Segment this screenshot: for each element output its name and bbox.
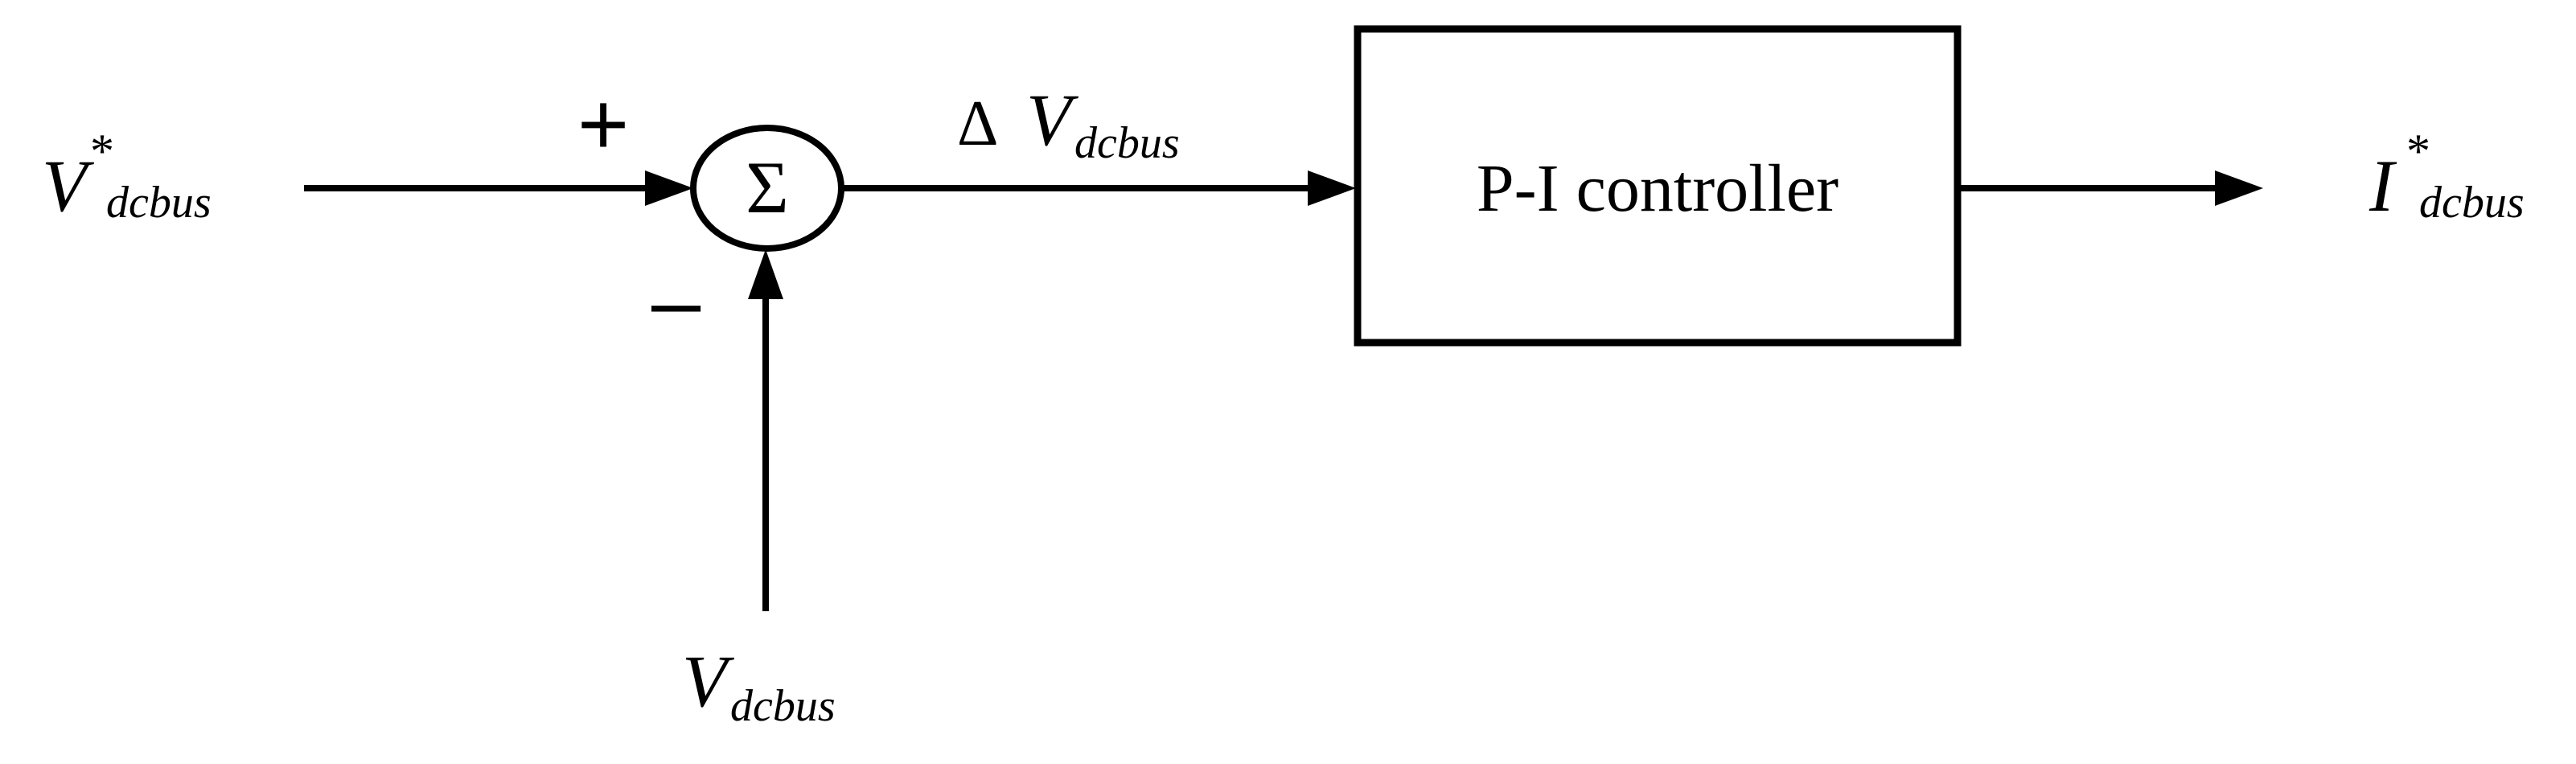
feedback-input-label: V dcbus (682, 640, 836, 731)
summing-junction: Σ (690, 125, 844, 252)
output-superscript: * (2406, 125, 2430, 178)
output-arrowhead (2215, 170, 2263, 206)
error-signal-label: Δ V dcbus (957, 79, 1180, 168)
pi-controller-block: P-I controller (1354, 25, 1962, 347)
pi-controller-box (1354, 25, 1962, 347)
reference-superscript: * (90, 125, 114, 178)
reference-arrowhead (645, 170, 693, 206)
reference-input-label: V * dcbus (42, 125, 212, 228)
error-subscript: dcbus (1074, 118, 1180, 168)
output-subscript: dcbus (2419, 178, 2525, 228)
minus-sign: – (651, 252, 701, 351)
feedback-symbol: V (682, 640, 735, 722)
plus-sign: + (577, 75, 629, 174)
error-arrowhead (1308, 170, 1356, 206)
pi-controller-label: P-I controller (1477, 151, 1839, 226)
delta-symbol: Δ (957, 88, 998, 159)
feedback-arrowhead (748, 249, 783, 299)
error-symbol: V (1026, 79, 1079, 161)
reference-symbol: V (42, 145, 95, 227)
output-symbol: I (2369, 145, 2397, 227)
output-label: I * dcbus (2369, 125, 2525, 228)
reference-subscript: dcbus (106, 178, 212, 228)
sigma-icon: Σ (746, 146, 789, 228)
feedback-subscript: dcbus (730, 681, 836, 731)
